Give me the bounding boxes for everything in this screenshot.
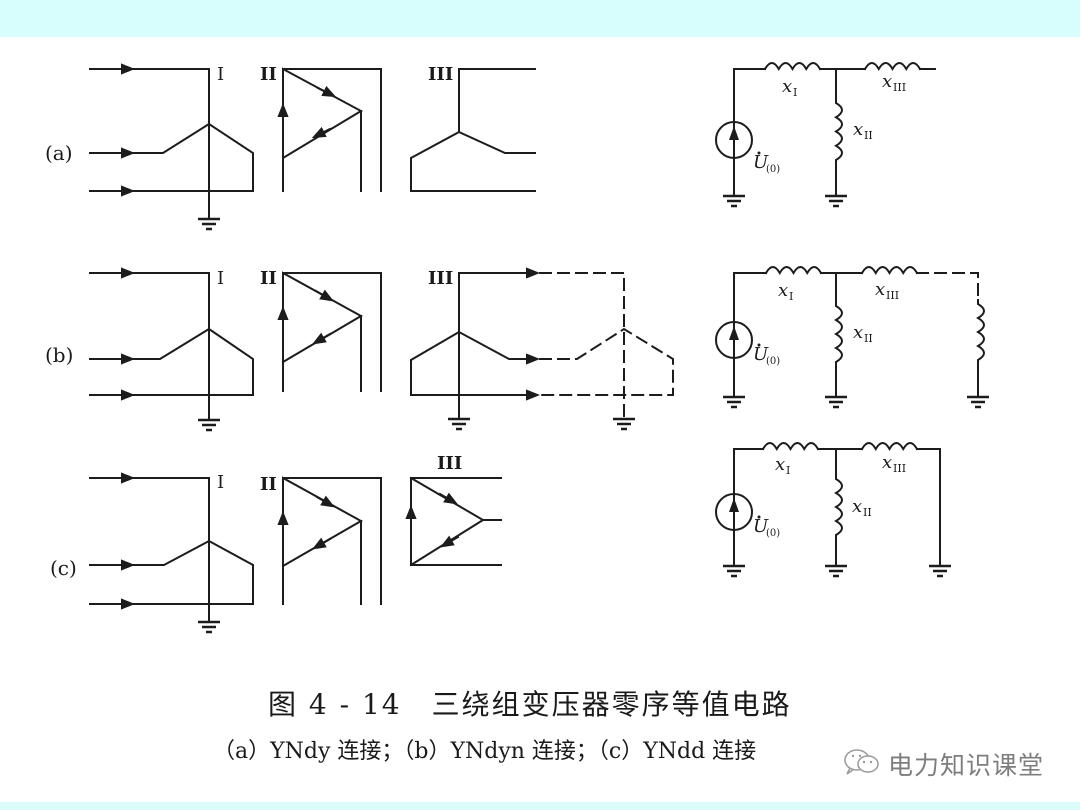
panel-c-equivalent-circuit: x I x III x II U (0) — [715, 442, 953, 578]
winding-1-grounded-wye: I — [89, 267, 254, 432]
bottom-band — [0, 802, 1080, 810]
svg-text:x: x — [882, 452, 892, 473]
winding-2-delta: II — [260, 268, 382, 392]
svg-text:III: III — [437, 453, 462, 474]
svg-text:U: U — [753, 152, 769, 173]
panel-a-label: (a) — [45, 141, 73, 165]
wechat-icon — [842, 747, 882, 781]
voltage-source-icon — [715, 121, 753, 159]
svg-text:U: U — [753, 516, 769, 537]
svg-text:x: x — [775, 454, 785, 475]
ground-icon — [721, 395, 747, 409]
panel-c-winding-diagram: (c) I II III — [50, 453, 502, 634]
panel-b-label: (b) — [45, 343, 73, 367]
svg-text:III: III — [886, 289, 899, 302]
winding-1-grounded-wye: I — [89, 63, 254, 231]
svg-text:II: II — [260, 268, 277, 289]
svg-text:x: x — [852, 496, 862, 517]
panel-b-equivalent-circuit: x I x III x II U (0) — [715, 266, 991, 409]
winding-3-grounded-wye: III — [410, 267, 540, 431]
ground-icon — [196, 418, 222, 432]
reactance-x1-coil — [763, 62, 822, 72]
svg-text:II: II — [863, 506, 872, 519]
svg-text:II: II — [260, 474, 277, 495]
ground-icon — [196, 217, 222, 231]
ground-icon — [823, 194, 849, 208]
winding-1-label: I — [217, 64, 224, 85]
ground-icon — [965, 395, 991, 409]
svg-text:I: I — [217, 268, 224, 289]
reactance-x3-coil — [863, 62, 922, 72]
panel-c-label: (c) — [50, 556, 77, 580]
svg-text:(0): (0) — [766, 164, 780, 175]
svg-text:III: III — [893, 81, 906, 94]
watermark: 电力知识课堂 — [842, 746, 1044, 782]
watermark-text: 电力知识课堂 — [888, 751, 1045, 780]
svg-text:(0): (0) — [766, 356, 780, 367]
figure-subtitle: （a）YNdy 连接；（b）YNdyn 连接；（c）YNdd 连接 — [213, 739, 757, 764]
svg-text:III: III — [428, 268, 453, 289]
winding-3-wye: III — [410, 64, 536, 192]
winding-2-delta: II — [260, 64, 382, 192]
voltage-source-icon — [715, 493, 753, 531]
grounded-load-dashed — [539, 272, 674, 431]
svg-text:III: III — [893, 462, 906, 475]
ground-icon — [196, 620, 222, 634]
load-reactance-coil — [976, 299, 985, 397]
svg-text:x: x — [875, 279, 885, 300]
ground-icon — [721, 564, 747, 578]
svg-text:x: x — [882, 71, 892, 92]
svg-text:I: I — [789, 290, 793, 303]
svg-text:(0): (0) — [766, 528, 780, 539]
svg-text:II: II — [864, 332, 873, 345]
figure-title: 图 4 - 14 三绕组变压器零序等值电路 — [268, 688, 792, 721]
winding-2-delta: II — [260, 474, 382, 605]
panel-a-equivalent-circuit: x I x III x II U (0) — [715, 62, 936, 208]
reactance-x2-coil — [834, 68, 843, 196]
winding-3-delta: III — [405, 453, 502, 567]
top-band — [0, 0, 1080, 37]
svg-text:x: x — [778, 280, 788, 301]
winding-3-label: III — [428, 64, 453, 85]
ground-icon — [611, 417, 637, 431]
panel-a-winding-diagram: (a) I II III — [45, 63, 536, 231]
winding-2-label: II — [260, 64, 277, 85]
panel-b-winding-diagram: (b) I II III — [45, 267, 674, 432]
svg-text:I: I — [217, 472, 224, 493]
ground-icon — [927, 564, 953, 578]
ground-icon — [721, 194, 747, 208]
svg-text:I: I — [786, 464, 790, 477]
svg-text:II: II — [864, 129, 873, 142]
svg-text:x: x — [853, 322, 863, 343]
svg-text:x: x — [853, 119, 863, 140]
svg-text:I: I — [793, 86, 797, 99]
winding-1-grounded-wye: I — [89, 472, 254, 634]
svg-text:U: U — [753, 344, 769, 365]
ground-icon — [823, 564, 849, 578]
svg-text:x: x — [782, 76, 792, 97]
ground-icon — [823, 395, 849, 409]
voltage-source-icon — [715, 321, 753, 359]
ground-icon — [446, 417, 472, 431]
